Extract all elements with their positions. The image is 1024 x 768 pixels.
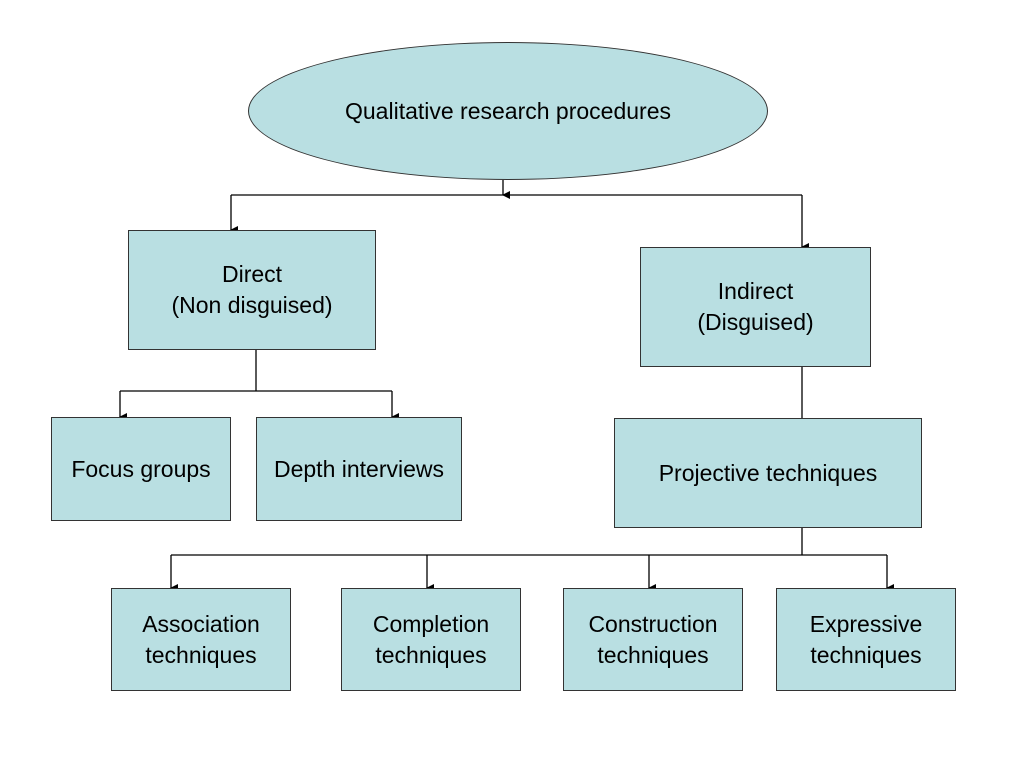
direct-label-line1: Direct — [221, 261, 283, 287]
construction-label-line2: techniques — [597, 641, 709, 668]
indirect-node: Indirect (Disguised) — [640, 247, 871, 367]
completion-label-line1: Completion — [372, 610, 490, 637]
focus-groups-node: Focus groups — [51, 417, 231, 521]
direct-label-line2: (Non disguised) — [171, 292, 333, 318]
association-label-line2: techniques — [145, 641, 257, 668]
direct-node: Direct (Non disguised) — [128, 230, 376, 350]
projective-techniques-label: Projective techniques — [658, 459, 878, 486]
expressive-label-line2: techniques — [810, 641, 922, 668]
completion-label-line2: techniques — [375, 641, 487, 668]
root-label: Qualitative research procedures — [345, 97, 671, 124]
association-label-line1: Association — [142, 610, 260, 637]
association-techniques-node: Association techniques — [111, 588, 291, 691]
root-node: Qualitative research procedures — [248, 42, 768, 180]
expressive-label-line1: Expressive — [809, 610, 923, 637]
projective-techniques-node: Projective techniques — [614, 418, 922, 528]
construction-techniques-node: Construction techniques — [563, 588, 743, 691]
indirect-label-line2: (Disguised) — [697, 309, 814, 335]
construction-label-line1: Construction — [588, 610, 718, 637]
depth-interviews-node: Depth interviews — [256, 417, 462, 521]
expressive-techniques-node: Expressive techniques — [776, 588, 956, 691]
focus-groups-label: Focus groups — [71, 455, 211, 482]
completion-techniques-node: Completion techniques — [341, 588, 521, 691]
indirect-label-line1: Indirect — [717, 278, 794, 304]
depth-interviews-label: Depth interviews — [273, 455, 445, 482]
